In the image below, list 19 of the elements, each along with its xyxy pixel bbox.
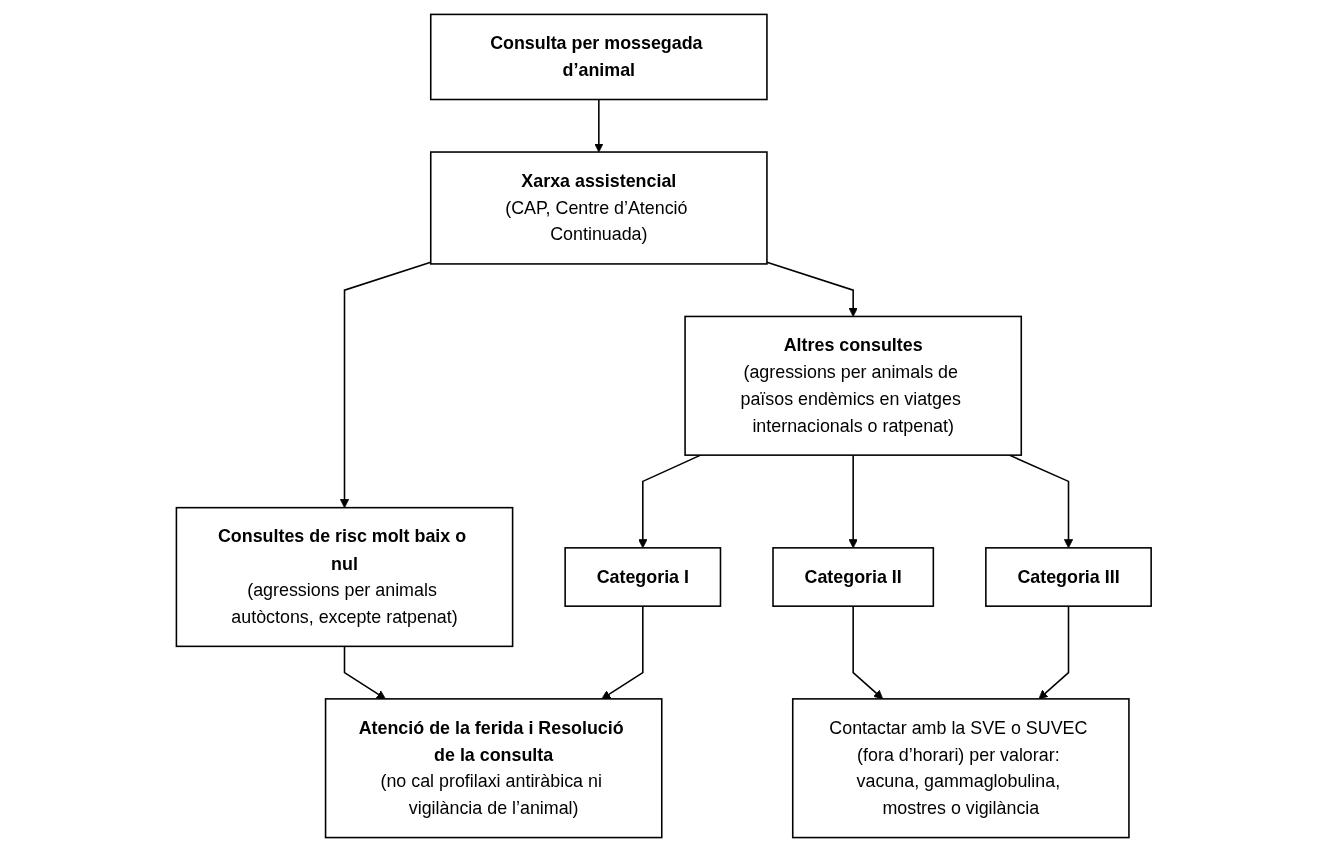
arrow <box>343 645 386 699</box>
node-box: Consultes de risc molt baix o nul (agressions per animals autòctons, excepte ratpenat) <box>175 506 514 647</box>
arrow <box>848 453 858 548</box>
arrow <box>1038 604 1069 699</box>
node-box: Categoria III <box>984 546 1152 607</box>
node-box: Consulta per mossegada d’animal <box>429 13 768 100</box>
node-box: Atenció de la ferida i Resolució de la consulta (no cal profilaxi antiràbica ni vigilància de l’animal) <box>324 697 663 838</box>
node-box: Contactar amb la SVE o SUVEC (fora d’horari) per valorar: vacuna, gammaglobulina, mostres o vigilància <box>791 697 1130 838</box>
arrow <box>593 98 604 152</box>
node-box: Categoria I <box>564 546 721 607</box>
arrow <box>1008 453 1073 548</box>
arrow <box>852 604 883 699</box>
arrow <box>339 261 432 508</box>
node-box: Categoria II <box>771 546 934 607</box>
arrow <box>637 453 702 548</box>
node-box: Altres consultes (agressions per animals de països endèmics en viatges internacionals o ratpenat) <box>684 315 1022 456</box>
arrow <box>601 604 644 699</box>
arrow <box>765 261 858 317</box>
node-box: Xarxa assistencial (CAP, Centre d’Atenció Continuada) <box>429 150 768 265</box>
